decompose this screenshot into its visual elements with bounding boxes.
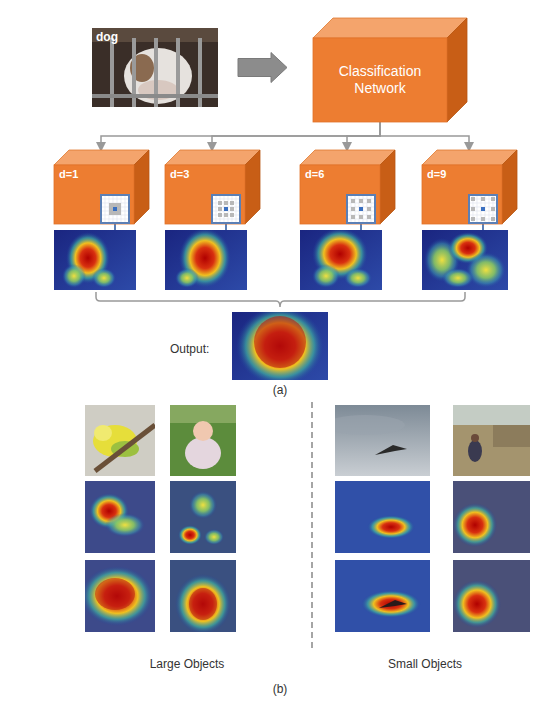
class-label: dog <box>96 30 118 45</box>
bracket <box>96 292 465 307</box>
text-area: d=3 <box>165 165 245 224</box>
cube-shape <box>422 150 517 224</box>
input-image: dog <box>92 28 218 107</box>
network-block: Classification Network <box>313 18 467 122</box>
bird-photo <box>325 405 430 476</box>
dilation-label: d=9 <box>427 168 497 182</box>
heatmap <box>335 560 430 632</box>
caption-label: (a) <box>273 383 288 397</box>
caption-label: Large Objects <box>150 657 225 671</box>
leader-line <box>225 224 227 230</box>
cube-shape <box>165 150 260 224</box>
child-photo <box>453 405 530 476</box>
caption-label: Output: <box>170 342 209 356</box>
heatmap <box>335 481 430 553</box>
output-heatmap <box>232 306 328 386</box>
heatmap <box>54 230 136 290</box>
dilation-icon <box>101 195 129 223</box>
branch-connector <box>212 122 380 150</box>
dilation-label: d=3 <box>170 168 240 182</box>
dog-photo <box>92 28 218 107</box>
text-area: d=1 <box>54 165 134 224</box>
branch-connector <box>347 122 380 150</box>
text-area: Classification Network <box>313 38 447 122</box>
heatmap <box>85 481 155 553</box>
network-block: d=6 <box>300 150 395 224</box>
baby-photo <box>170 405 236 476</box>
cube-shape <box>54 150 149 224</box>
text-area: d=9 <box>422 165 502 224</box>
leader-line <box>114 224 116 230</box>
heatmap <box>81 560 155 632</box>
leader-line <box>360 224 362 230</box>
dilation-icon <box>469 195 497 223</box>
divider <box>311 402 313 648</box>
text-area: d=6 <box>300 165 380 224</box>
network-block: d=3 <box>165 150 260 224</box>
heatmap <box>165 228 247 290</box>
heatmap <box>422 230 508 290</box>
caption-label: (b) <box>273 682 288 696</box>
network-block: d=1 <box>54 150 149 224</box>
heatmap <box>170 560 236 634</box>
dilation-label: d=6 <box>305 168 375 182</box>
heatmap <box>300 228 382 290</box>
dilation-label: d=1 <box>59 168 129 182</box>
branch-connector <box>380 122 469 150</box>
dilation-icon <box>212 195 240 223</box>
branch-connector <box>101 122 380 150</box>
leader-line <box>482 224 484 230</box>
parrot-photo <box>85 405 155 476</box>
cube-shape <box>300 150 395 224</box>
heatmap <box>170 481 236 553</box>
heatmap <box>453 560 530 632</box>
heatmap <box>453 481 530 553</box>
text-area: dog <box>92 28 122 47</box>
caption-label: Small Objects <box>388 657 462 671</box>
block-title: Classification Network <box>319 63 441 98</box>
flow-arrow <box>238 53 287 83</box>
network-block: d=9 <box>422 150 517 224</box>
dilation-icon <box>347 195 375 223</box>
